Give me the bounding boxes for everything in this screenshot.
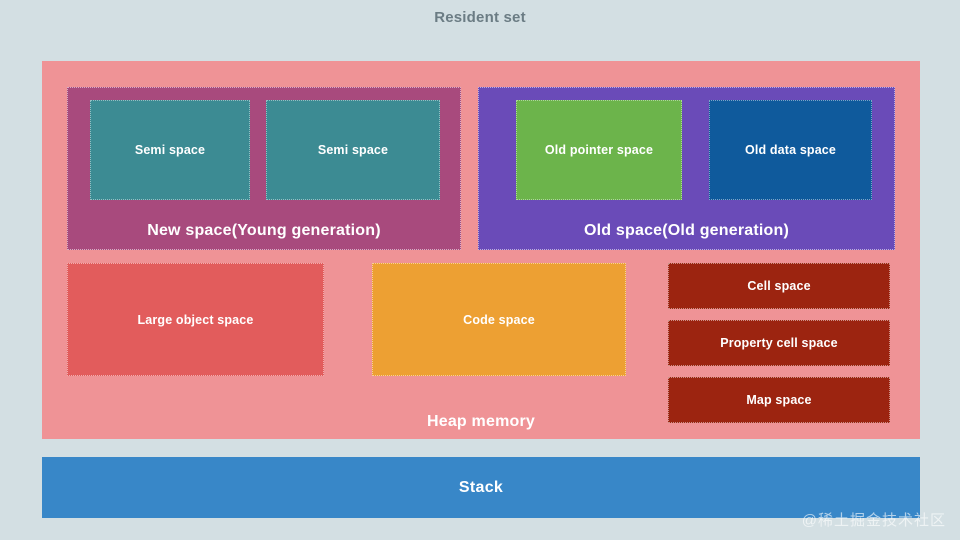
new-space-label: New space(Young generation) (147, 222, 381, 239)
semi-space-1-box: Semi space (90, 100, 250, 200)
code-space-box: Code space (372, 263, 626, 376)
old-space-label: Old space(Old generation) (583, 222, 790, 239)
large-object-space-box: Large object space (67, 263, 324, 376)
old-data-space-box: Old data space (709, 100, 872, 200)
page-title: Resident set (434, 9, 526, 26)
semi-space-2-box: Semi space (266, 100, 440, 200)
stack-box: Stack (42, 457, 920, 518)
property-cell-space-box: Property cell space (668, 320, 890, 366)
old-space-group: Old pointer space Old data space Old spa… (478, 87, 895, 250)
new-space-group: Semi space Semi space New space(Young ge… (67, 87, 461, 250)
cell-space-box: Cell space (668, 263, 890, 309)
map-space-box: Map space (668, 377, 890, 423)
heap-memory-container: Semi space Semi space New space(Young ge… (42, 61, 920, 439)
old-pointer-space-box: Old pointer space (516, 100, 682, 200)
heap-memory-label: Heap memory (426, 413, 536, 430)
